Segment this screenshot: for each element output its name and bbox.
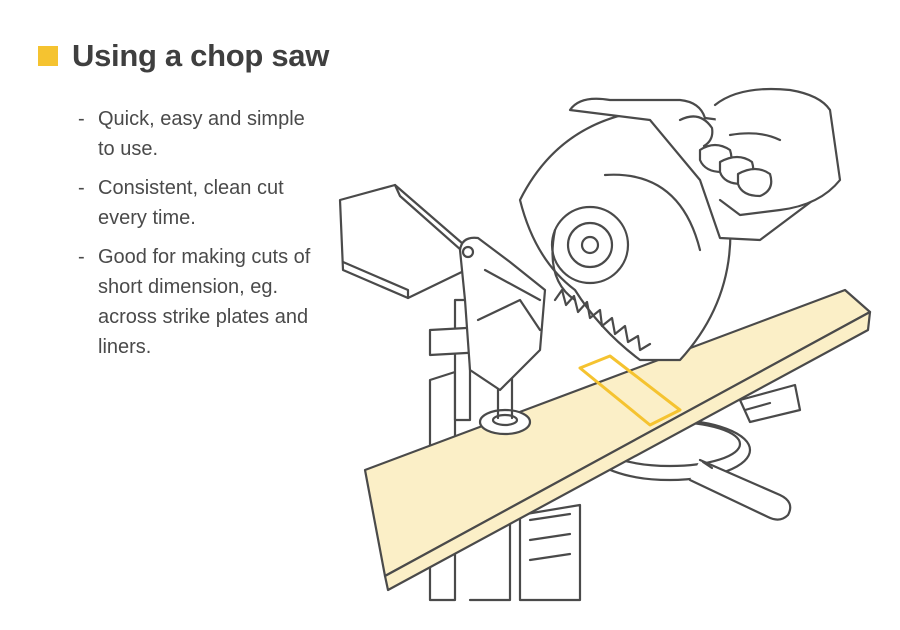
fence-wing (338, 183, 472, 300)
hand (678, 87, 842, 217)
cut-line-mark (578, 354, 682, 427)
bullet-text: Consistent, clean cut every time. (98, 177, 284, 229)
bullet-marker: - (78, 246, 85, 268)
bullet-list: - Quick, easy and simple to use. - Consi… (78, 104, 318, 371)
bullet-text: Good for making cuts of short dimension,… (98, 246, 311, 358)
lock-handle (688, 458, 792, 521)
list-item: - Good for making cuts of short dimensio… (78, 242, 318, 362)
saw-arm (458, 236, 547, 392)
blade-guard (518, 108, 732, 362)
list-item: - Consistent, clean cut every time. (78, 173, 318, 233)
bullet-marker: - (78, 177, 85, 199)
chop-saw-illustration (338, 87, 872, 602)
board-side (383, 310, 872, 592)
title-row: Using a chop saw (38, 38, 329, 74)
bullet-text: Quick, easy and simple to use. (98, 108, 305, 160)
bullet-marker: - (78, 108, 85, 130)
accent-square (38, 46, 58, 66)
list-item: - Quick, easy and simple to use. (78, 104, 318, 164)
page-title: Using a chop saw (72, 38, 330, 73)
wood-board (363, 288, 872, 592)
